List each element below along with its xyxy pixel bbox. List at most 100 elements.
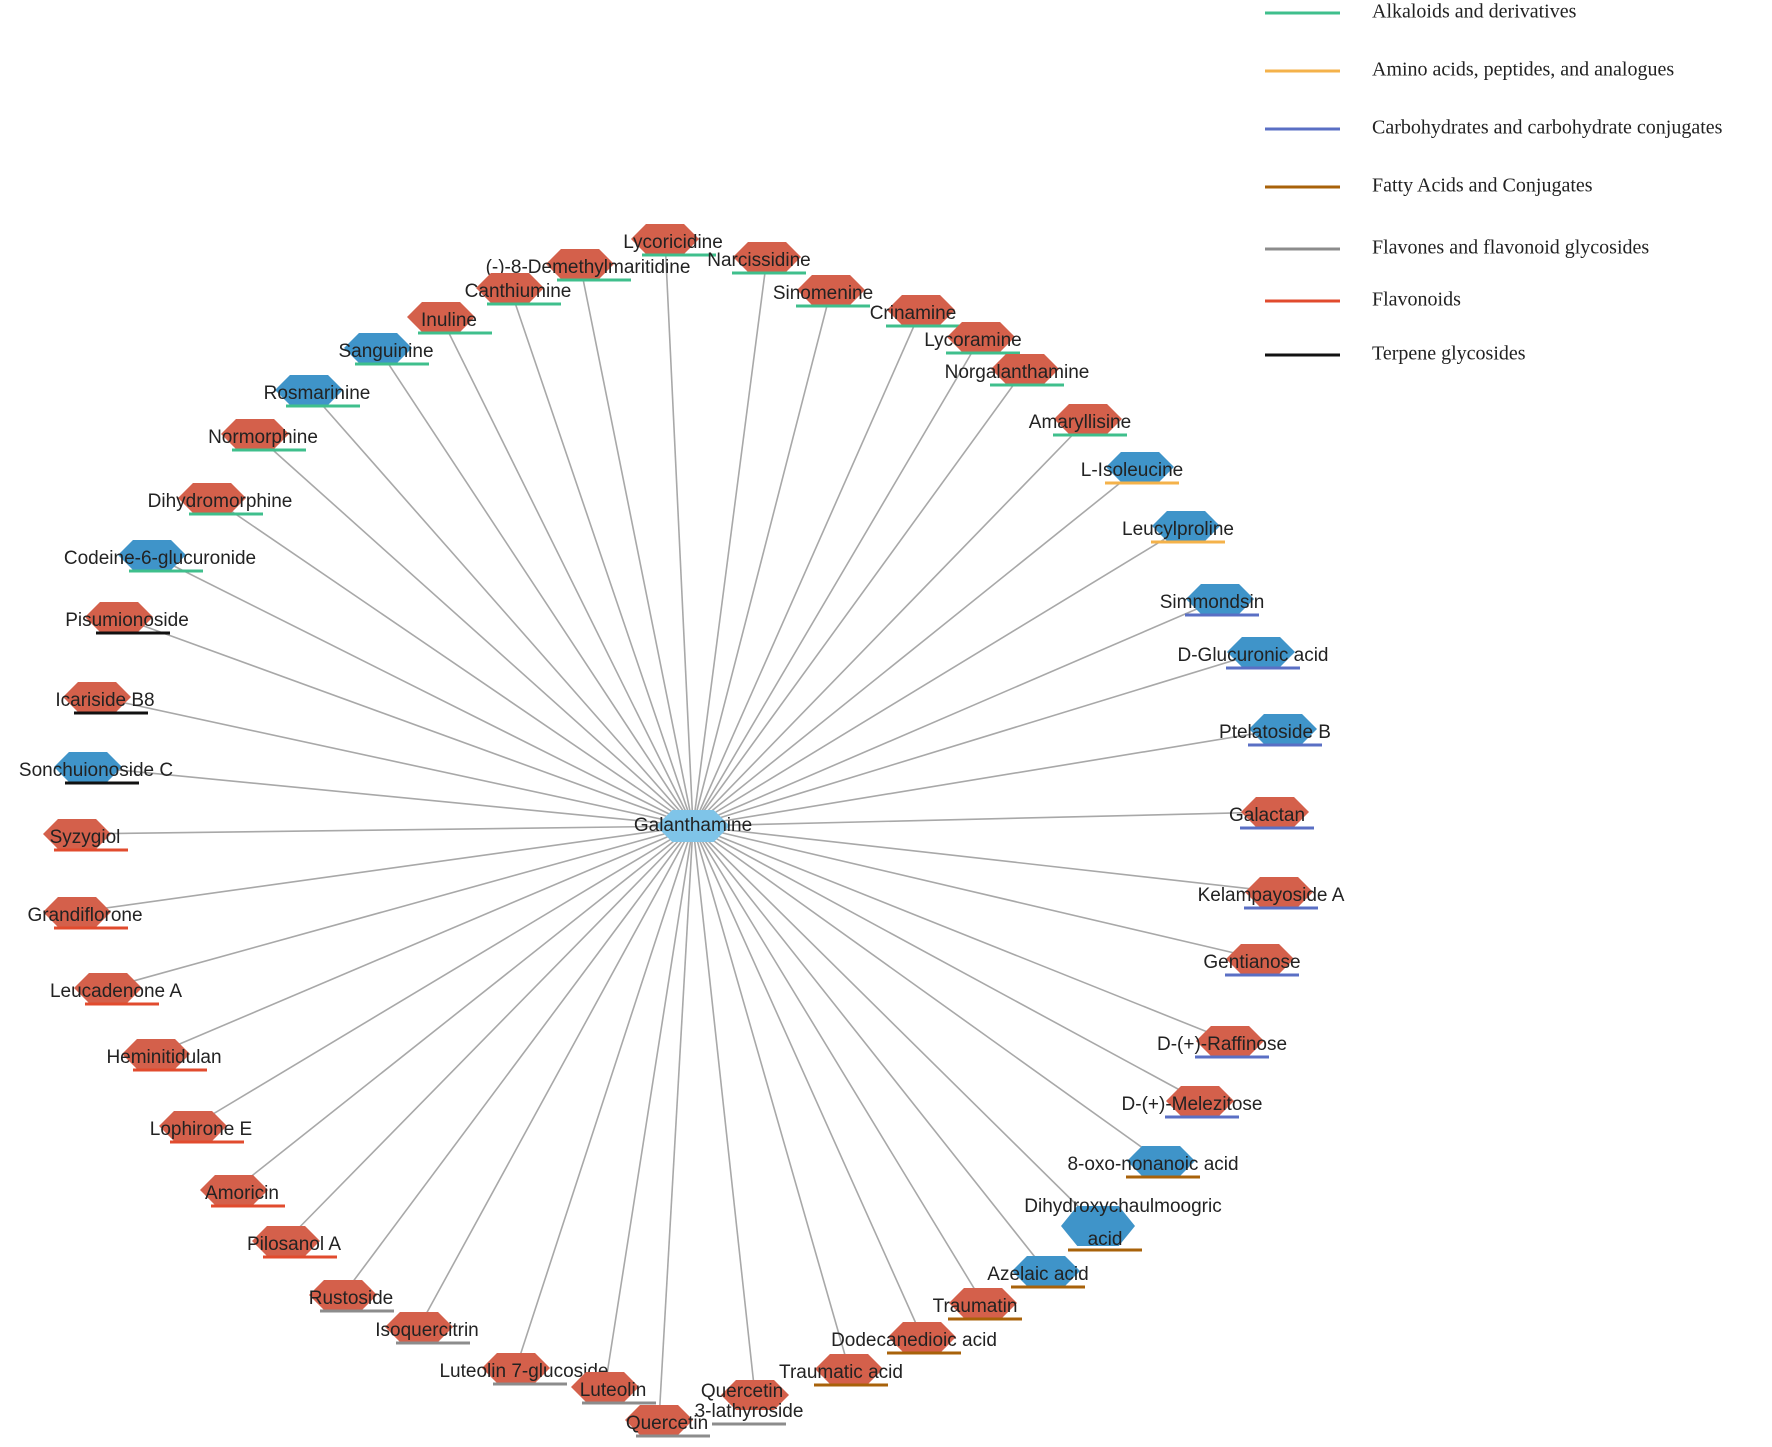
node-hexagon	[1054, 404, 1122, 434]
compound-node[interactable]: Traumatin	[933, 1288, 1022, 1321]
compound-node[interactable]: Kelampayoside A	[1198, 877, 1345, 910]
compound-node[interactable]: Simmondsin	[1160, 584, 1265, 617]
legend-label: Terpene glycosides	[1372, 343, 1526, 365]
compound-node[interactable]: Grandiflorone	[27, 897, 143, 930]
compound-node[interactable]: (-)-8-Demethylmaritidine	[486, 249, 691, 282]
legend-label: Alkaloids and derivatives	[1372, 1, 1577, 23]
node-hexagon	[221, 419, 289, 449]
node-hexagon	[888, 1322, 956, 1352]
node-hexagon	[63, 682, 131, 712]
compound-node[interactable]: D-Glucuronic acid	[1178, 637, 1329, 670]
compound-node[interactable]: Crinamine	[870, 295, 960, 328]
edge-line	[658, 825, 694, 1421]
compound-node[interactable]: Rosmarinine	[264, 375, 371, 408]
compound-node[interactable]: Syzygiol	[43, 819, 128, 852]
edge-line	[254, 433, 694, 827]
edge-line	[308, 389, 694, 827]
compound-node[interactable]: Pisumionoside	[65, 602, 189, 635]
edge-line	[418, 825, 694, 1328]
compound-node[interactable]: Leucylproline	[1122, 511, 1234, 544]
node-label: Codeine-6-glucuronide	[64, 548, 256, 569]
compound-node[interactable]: Amoricin	[200, 1175, 285, 1208]
node-label: Heminitidulan	[106, 1047, 221, 1068]
edge-line	[515, 825, 694, 1369]
compound-node[interactable]: Norgalanthamine	[945, 354, 1090, 387]
compound-node[interactable]: 8-oxo-nonanoic acid	[1067, 1146, 1239, 1179]
compound-node[interactable]: Sonchuionoside C	[19, 752, 173, 785]
node-label: Traumatic acid	[779, 1362, 903, 1383]
edge-line	[604, 825, 694, 1388]
compound-node[interactable]: Galactan	[1229, 797, 1314, 830]
compound-node[interactable]: Icariside B8	[55, 682, 155, 715]
compound-node[interactable]: Lophirone E	[150, 1111, 252, 1144]
edge-line	[692, 651, 1262, 827]
node-label: Ptelatoside B	[1219, 722, 1331, 743]
compound-node[interactable]: Dodecanedioic acid	[831, 1322, 997, 1355]
node-hexagon	[1186, 584, 1254, 614]
edge-line	[342, 825, 694, 1296]
node-label: Crinamine	[870, 303, 957, 324]
compound-node[interactable]: Luteolin	[571, 1372, 656, 1405]
compound-node[interactable]: Codeine-6-glucuronide	[64, 540, 256, 573]
compound-node[interactable]: Leucadenone A	[50, 973, 182, 1006]
compound-node[interactable]: D-(+)-Melezitose	[1122, 1086, 1263, 1119]
node-label: Isoquercitrin	[375, 1320, 479, 1341]
compound-node[interactable]: D-(+)-Raffinose	[1157, 1026, 1287, 1059]
node-label: Pisumionoside	[65, 610, 189, 631]
compound-node[interactable]: Lycoricidine	[623, 224, 723, 257]
compound-node[interactable]: Inuline	[407, 302, 492, 335]
node-label: Quercetin	[701, 1381, 783, 1402]
compound-node[interactable]: Sanguinine	[338, 333, 434, 366]
node-label: Traumatin	[933, 1296, 1018, 1317]
compound-node[interactable]: Rustoside	[309, 1280, 394, 1313]
compound-node[interactable]: Quercetin	[625, 1405, 710, 1438]
node-hexagon	[1245, 877, 1313, 907]
node-hexagon	[385, 1312, 453, 1342]
compound-node[interactable]: Traumatic acid	[779, 1354, 903, 1387]
node-hexagon	[476, 273, 544, 303]
edge-line	[692, 368, 1026, 827]
node-hexagon	[482, 1353, 550, 1383]
node-hexagon	[178, 483, 246, 513]
compound-node[interactable]: Lycoramine	[924, 322, 1022, 355]
compound-node[interactable]: Heminitidulan	[106, 1039, 222, 1072]
edge-line	[692, 825, 1162, 1162]
edge-line	[192, 825, 694, 1127]
node-label: 8-oxo-nonanoic acid	[1067, 1154, 1238, 1175]
edge-line	[664, 238, 694, 827]
edge-line	[509, 287, 694, 827]
node-label: Narcissidine	[707, 250, 810, 271]
compound-node[interactable]: Normorphine	[208, 419, 318, 452]
node-hexagon	[1241, 797, 1309, 827]
compound-node[interactable]: Azelaic acid	[987, 1256, 1089, 1289]
node-label: Leucadenone A	[50, 981, 182, 1002]
edge-line	[692, 825, 756, 1396]
compound-node[interactable]: Luteolin 7-glucoside	[439, 1353, 609, 1386]
legend-label: Carbohydrates and carbohydrate conjugate…	[1372, 117, 1723, 139]
compound-node[interactable]: L-Isoleucine	[1081, 452, 1183, 485]
node-label-line2: 3-lathyroside	[695, 1401, 804, 1422]
node-label: Amoricin	[205, 1183, 279, 1204]
compound-node[interactable]: Sinomenine	[773, 275, 873, 308]
center-node[interactable]: Galanthamine	[634, 810, 752, 842]
legend-label: Amino acids, peptides, and analogues	[1372, 59, 1674, 81]
node-hexagon	[309, 1280, 377, 1310]
compound-node[interactable]: Pilosanol A	[247, 1226, 341, 1259]
node-label: Canthiumine	[465, 281, 572, 302]
compound-node[interactable]: Gentianose	[1203, 944, 1301, 977]
node-hexagon	[118, 540, 186, 570]
edge-line	[692, 418, 1089, 827]
node-label: Icariside B8	[55, 690, 154, 711]
node-hexagon	[1249, 714, 1317, 744]
compound-node[interactable]: Ptelatoside B	[1219, 714, 1331, 747]
compound-node[interactable]: Narcissidine	[707, 242, 811, 275]
compound-node[interactable]: Amaryllisine	[1029, 404, 1131, 437]
compound-node[interactable]: Dihydromorphine	[148, 483, 293, 516]
center-node-group: Galanthamine	[634, 810, 752, 842]
compound-node[interactable]: Canthiumine	[465, 273, 572, 306]
compound-node[interactable]: Isoquercitrin	[375, 1312, 479, 1345]
